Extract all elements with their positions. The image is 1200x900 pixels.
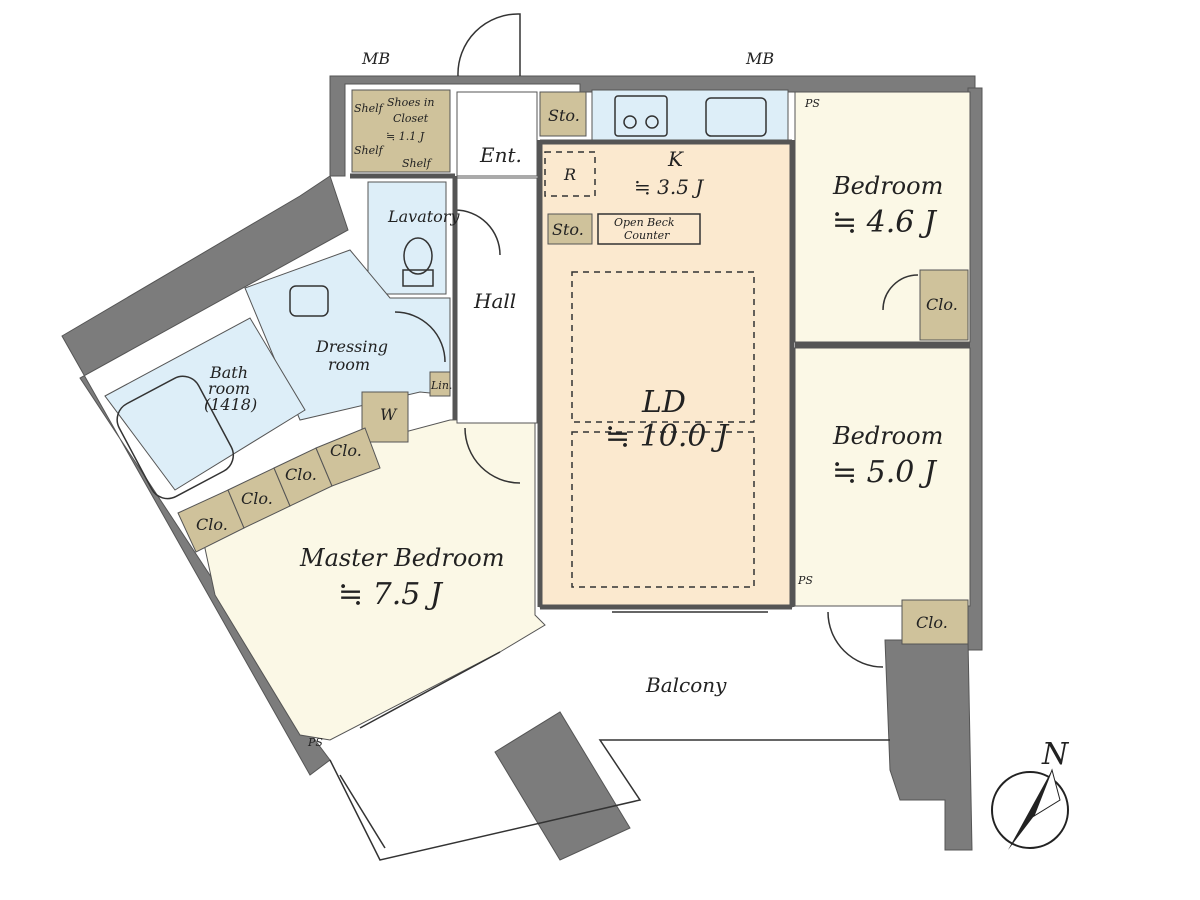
clo-bedroom2 <box>901 599 969 645</box>
left-wall-block <box>61 175 349 776</box>
compass-icon: N <box>991 737 1070 850</box>
entrance <box>456 91 538 177</box>
clo-master-4 <box>315 427 381 487</box>
top-wall <box>329 75 976 177</box>
lin-closet <box>429 371 451 397</box>
bedroom2-name: Bedroom <box>832 422 943 450</box>
ps-label-top: PS <box>804 97 820 110</box>
bath-label-1: Bath <box>209 363 248 382</box>
counter-label-1: Open Beck <box>614 216 675 229</box>
washer-space <box>361 391 409 443</box>
windows <box>359 611 768 729</box>
bathtub-icon <box>116 375 235 500</box>
fridge-label: R <box>563 165 576 184</box>
lavatory-door <box>454 209 501 256</box>
fixtures <box>116 95 767 588</box>
internal-walls <box>350 139 970 610</box>
lin-label: Lin. <box>430 379 452 392</box>
master-door <box>464 427 521 484</box>
bedroom-2 <box>794 347 971 607</box>
shoes-label-1: Shoes in <box>387 96 435 109</box>
dressing-door <box>394 311 446 363</box>
ld-name: LD <box>641 385 686 420</box>
shoes-label-3: ≒ 1.1 J <box>386 130 425 143</box>
kitchen-name: K <box>667 147 684 171</box>
kitchen-size: ≒ 3.5 J <box>634 175 704 199</box>
living-area-outline <box>571 431 755 588</box>
dressing-room <box>244 249 451 421</box>
stove-icon <box>614 95 668 137</box>
washer-label: W <box>380 405 398 424</box>
burner-icon <box>623 115 637 129</box>
bath-room <box>104 317 306 491</box>
counter-outline <box>597 213 701 245</box>
lavatory-label: Lavatory <box>387 207 460 226</box>
ps-label-bedroom2: PS <box>797 574 813 587</box>
balcony-outline <box>329 739 890 861</box>
bedroom2-size: ≒ 5.0 J <box>832 455 938 490</box>
clo-label-master-2: Clo. <box>241 489 273 508</box>
kitchen-sink-icon <box>705 97 767 137</box>
bath-label-2: room <box>208 379 250 398</box>
balcony-pillar <box>494 711 631 861</box>
dressing-label-1: Dressing <box>315 337 388 356</box>
hall <box>456 177 538 424</box>
master-bedroom-name: Master Bedroom <box>299 544 504 572</box>
sto-entrance <box>539 91 587 137</box>
closets <box>177 91 969 645</box>
sto-kitchen <box>547 213 593 245</box>
clo-bedroom1 <box>919 269 969 341</box>
shoes-label-2: Closet <box>393 112 429 125</box>
shoes-closet <box>351 89 451 173</box>
window <box>359 651 501 729</box>
toilet-icon <box>403 237 433 275</box>
mb-left-label: MB <box>361 49 390 68</box>
bath-label-3: (1418) <box>204 395 257 414</box>
counter-label-2: Counter <box>624 229 670 242</box>
toilet-tank-icon <box>402 269 434 287</box>
wash-basin-icon <box>289 285 329 317</box>
bedroom1-size: ≒ 4.6 J <box>832 205 938 240</box>
bedroom1-name: Bedroom <box>832 172 943 200</box>
fridge-outline <box>544 151 596 197</box>
clo-label-master-3: Clo. <box>285 465 317 484</box>
clo-label-master-1: Clo. <box>196 515 228 534</box>
north-label: N <box>1041 737 1070 772</box>
master-bedroom-size: ≒ 7.5 J <box>338 577 444 612</box>
labels: MB MB Shoes in Closet ≒ 1.1 J Shelf Shel… <box>196 49 958 749</box>
clo-label-master-4: Clo. <box>330 441 362 460</box>
balcony-label: Balcony <box>645 673 727 697</box>
hall-label: Hall <box>473 289 516 313</box>
lavatory <box>367 181 447 295</box>
front-door <box>457 13 521 77</box>
clo-label-bedroom2: Clo. <box>916 613 948 632</box>
clo-label-bedroom1: Clo. <box>926 295 958 314</box>
right-lower-block <box>884 639 973 851</box>
shelf-label-2: Shelf <box>354 144 385 157</box>
shelf-label-1: Shelf <box>354 102 385 115</box>
closet-door-bedroom1 <box>882 274 919 311</box>
sto-label-kitchen: Sto. <box>552 220 584 239</box>
sto-label-entrance: Sto. <box>548 106 580 125</box>
mb-right-label: MB <box>745 49 774 68</box>
doors <box>394 13 919 668</box>
dressing-label-2: room <box>328 355 370 374</box>
balcony-door <box>827 611 884 668</box>
ps-label-master: PS <box>307 736 323 749</box>
shelf-label-3: Shelf <box>402 157 433 170</box>
ld-size: ≒ 10.0 J <box>605 419 730 454</box>
ent-label: Ent. <box>479 143 522 167</box>
dining-table-outline <box>571 271 755 423</box>
burner-icon <box>645 115 659 129</box>
